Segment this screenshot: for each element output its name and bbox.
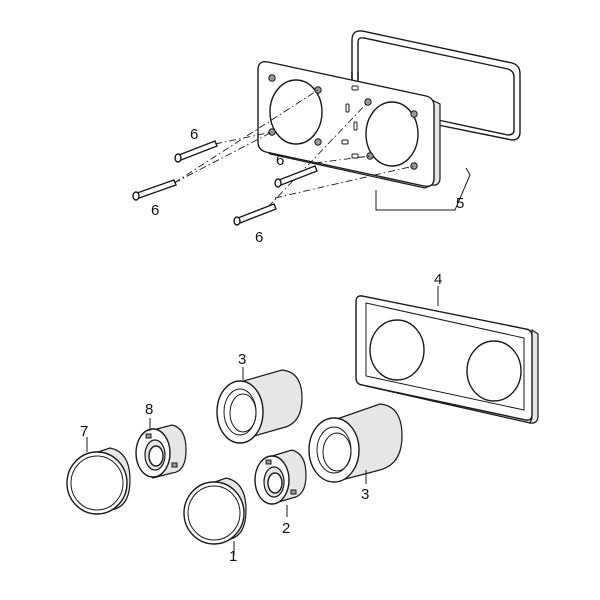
screw-4 — [233, 203, 277, 226]
callout-7: 7 — [80, 423, 88, 440]
callout-4: 4 — [434, 271, 442, 288]
plate-hole-left — [269, 79, 323, 145]
mounting-plate — [257, 60, 441, 189]
sleeve-right: 3 — [308, 403, 403, 503]
callout-3-a: 3 — [238, 351, 246, 368]
callout-1: 1 — [229, 548, 237, 565]
knob-front: 1 — [183, 477, 247, 565]
plate-hole-right — [365, 101, 419, 167]
nut-right: 2 — [254, 449, 307, 537]
callout-6-a: 6 — [190, 126, 198, 143]
u-bracket — [351, 30, 521, 141]
sleeve-top: 3 — [216, 351, 303, 444]
knob-left: 7 — [66, 423, 131, 515]
callout-8: 8 — [145, 401, 153, 418]
screw-3 — [274, 165, 318, 188]
plate-center-slots — [341, 85, 359, 159]
screw-1 — [174, 140, 218, 163]
screws: 6 6 6 6 — [132, 89, 415, 246]
callout-5: 5 — [456, 195, 464, 212]
cover-plate: 4 — [355, 271, 539, 424]
mount-plate-callout: 5 — [375, 167, 471, 212]
callout-6-c: 6 — [276, 152, 284, 169]
screw-2 — [132, 179, 177, 201]
callout-3-b: 3 — [361, 486, 369, 503]
cover-hole-right — [466, 340, 522, 402]
callout-6-b: 6 — [151, 202, 159, 219]
callout-6-d: 6 — [255, 229, 263, 246]
cover-hole-left — [369, 319, 425, 381]
nut-left: 8 — [135, 401, 187, 479]
callout-2: 2 — [282, 520, 290, 537]
